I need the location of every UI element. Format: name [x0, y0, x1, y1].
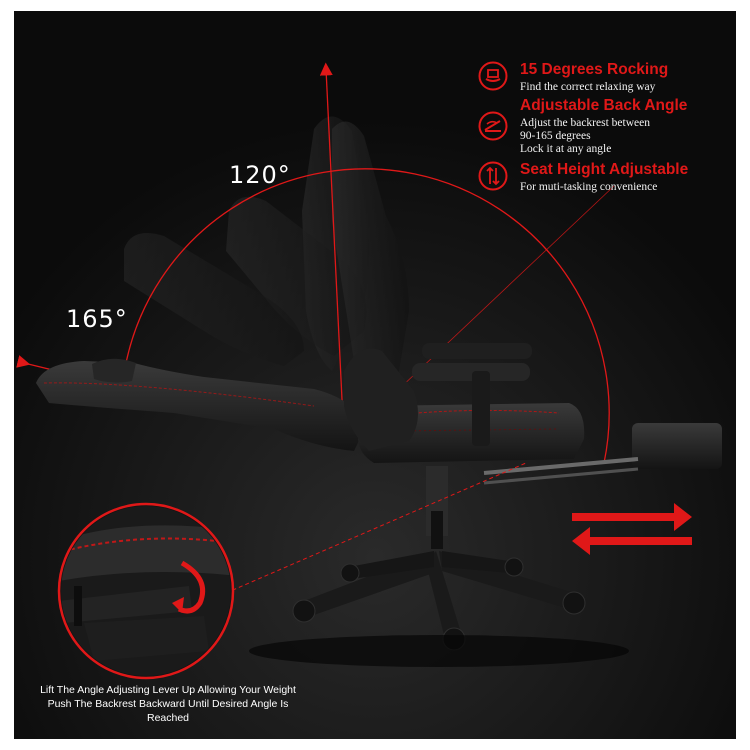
recline-angle-label: 165° [66, 305, 128, 333]
upright-120-line [319, 62, 345, 442]
feature-desc-rocking: Find the correct relaxing way [520, 81, 656, 93]
slide-arrows-icon [572, 503, 692, 555]
chair-illustration [14, 11, 736, 739]
feature-desc-back-angle-3: Lock it at any angle [520, 143, 612, 155]
detail-pointer-line [225, 462, 527, 594]
lever-detail-inset [57, 502, 235, 680]
seat-height-icon [478, 161, 508, 191]
back-angle-icon [478, 111, 508, 141]
feature-desc-back-angle-1: Adjust the backrest between [520, 117, 650, 129]
feature-title-seat-height: Seat Height Adjustable [520, 161, 689, 178]
ghost-backrest-upright [332, 121, 409, 401]
feature-title-rocking: 15 Degrees Rocking [520, 61, 669, 78]
angle-arc [125, 168, 610, 464]
feature-desc-seat-height: For muti-tasking convenience [520, 181, 658, 193]
feature-desc-back-angle-2: 90-165 degrees [520, 130, 591, 142]
ghost-backrest-150 [226, 196, 367, 356]
rocking-icon [478, 61, 508, 91]
ghost-backrest-140 [124, 232, 304, 366]
upright-angle-label: 120° [229, 161, 291, 189]
reclined-chair [36, 343, 722, 667]
feature-title-back-angle: Adjustable Back Angle [520, 97, 688, 114]
dark-backdrop: 120° 165° 15 Degrees Rocking Find the co… [14, 11, 736, 739]
rotate-arrow-icon [177, 560, 206, 614]
lever-instruction-caption: Lift The Angle Adjusting Lever Up Allowi… [40, 684, 296, 724]
